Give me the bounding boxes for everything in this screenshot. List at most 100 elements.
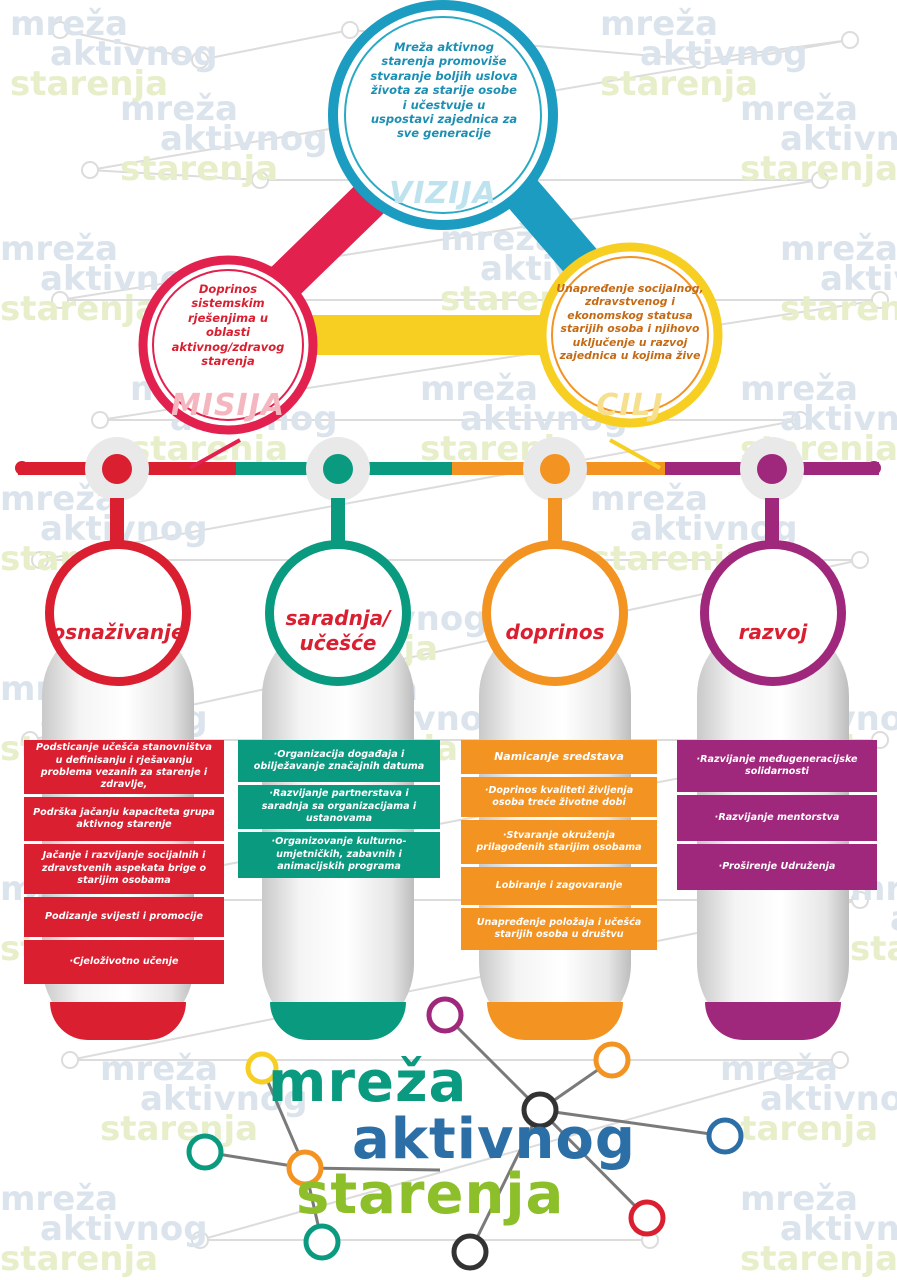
watermark-word: starenja — [740, 1239, 897, 1279]
column-items: Podsticanje učešća stanovništva u defini… — [24, 740, 224, 987]
cilj-label: CILJ — [596, 388, 664, 423]
watermark-word: aktivnog — [40, 1209, 208, 1249]
watermark-word: mreža — [0, 229, 118, 269]
watermark-word: starenja — [100, 1109, 258, 1149]
column-osnazivanje: osnaživanje Podsticanje učešća stanovniš… — [24, 540, 224, 1060]
watermark-word: aktivnog — [780, 119, 897, 159]
list-item: Unapređenje položaja i učešća starijih o… — [461, 908, 657, 950]
watermark-word: mreža — [600, 4, 718, 44]
watermark-word: starenja — [0, 1239, 158, 1279]
list-item: ·Organizacija događaja i obilježavanje z… — [238, 740, 440, 782]
watermark-word: mreža — [740, 1179, 858, 1219]
watermark-word: aktivnog — [160, 119, 328, 159]
logo-line-2: aktivnog — [352, 1107, 636, 1172]
list-item: Jačanje i razvijanje socijalnih i zdravs… — [24, 844, 224, 894]
watermark-word: mreža — [100, 1049, 218, 1089]
list-item: Podsticanje učešća stanovništva u defini… — [24, 740, 224, 794]
watermark-word: starenja — [600, 64, 758, 104]
column-title: razvoj — [738, 620, 808, 644]
watermark-word: mreža — [780, 229, 897, 269]
list-item: Namicanje sredstava — [461, 740, 657, 774]
network-node — [51, 21, 69, 39]
list-item: ·Organizovanje kulturno-umjetničkih, zab… — [238, 832, 440, 878]
list-item: Lobiranje i zagovaranje — [461, 867, 657, 905]
watermark-word: mreža — [720, 1049, 838, 1089]
network-node — [191, 51, 209, 69]
logo-network — [186, 996, 744, 1271]
column-razvoj: razvoj ·Razvijanje međugeneracijske soli… — [677, 540, 877, 1060]
watermark-word: mreža — [0, 1179, 118, 1219]
network-node — [51, 291, 69, 309]
list-item: Podrška jačanju kapaciteta grupa aktivno… — [24, 797, 224, 841]
list-item: ·Razvijanje međugeneracijske solidarnost… — [677, 740, 877, 792]
watermark-word: aktivnog — [820, 259, 897, 299]
column-items: Namicanje sredstava ·Doprinos kvaliteti … — [461, 740, 657, 953]
column-ring — [45, 540, 191, 686]
column-foot — [270, 1002, 406, 1040]
cilj-text: Unapređenje socijalnog, zdravstvenog i e… — [556, 282, 704, 363]
network-node — [31, 551, 49, 569]
network-node — [341, 21, 359, 39]
watermark-word: mreža — [740, 369, 858, 409]
column-foot — [705, 1002, 841, 1040]
list-item: ·Proširenje Udruženja — [677, 844, 877, 890]
bar-nodes — [85, 437, 804, 501]
column-doprinos: doprinos Namicanje sredstava ·Doprinos k… — [461, 540, 657, 1060]
network-node — [81, 161, 99, 179]
network-node — [691, 51, 709, 69]
watermark-word: starenja — [740, 149, 897, 189]
watermark-word: mreža — [120, 89, 238, 129]
column-foot — [50, 1002, 186, 1040]
watermark-word: mreža — [590, 479, 708, 519]
column-ring — [265, 540, 411, 686]
column-title: saradnja/ učešće — [285, 606, 391, 655]
triangle-connectors — [15, 0, 881, 548]
network-node — [811, 171, 829, 189]
vizija-text: Mreža aktivnog starenja promoviše stvara… — [370, 40, 518, 141]
column-ring — [700, 540, 846, 686]
network-node — [61, 1051, 79, 1069]
watermark-word: mreža — [420, 369, 538, 409]
watermark-word: mreža — [740, 89, 858, 129]
list-item: ·Doprinos kvaliteti življenja osoba treć… — [461, 777, 657, 817]
network-node — [851, 551, 869, 569]
column-foot — [487, 1002, 623, 1040]
watermark-word: aktivnog — [780, 1209, 897, 1249]
watermark-word: starenja — [10, 64, 168, 104]
column-title: doprinos — [505, 620, 605, 644]
list-item: ·Cjeloživotno učenje — [24, 940, 224, 984]
list-item: ·Razvijanje partnerstava i saradnja sa o… — [238, 785, 440, 829]
column-items: ·Razvijanje međugeneracijske solidarnost… — [677, 740, 877, 893]
list-item: ·Stvaranje okruženja prilagođenih starij… — [461, 820, 657, 864]
watermark-word: starenja — [850, 929, 897, 969]
network-node — [831, 1051, 849, 1069]
column-ring — [482, 540, 628, 686]
watermark-word: mreža — [10, 4, 128, 44]
watermark-word: aktivnog — [640, 34, 808, 74]
network-node — [791, 411, 809, 429]
watermark-word: aktivnog — [760, 1079, 897, 1119]
column-saradnja: saradnja/ učešće ·Organizacija događaja … — [238, 540, 440, 1060]
misija-text: Doprinos sistemskim rješenjima u oblasti… — [171, 282, 285, 368]
column-tube — [262, 620, 414, 1040]
watermark-word: aktivnog — [890, 899, 897, 939]
list-item: ·Razvijanje mentorstva — [677, 795, 877, 841]
network-node — [251, 171, 269, 189]
watermark-word: starenja — [120, 149, 278, 189]
misija-label: MISIJA — [170, 388, 286, 423]
network-node — [91, 411, 109, 429]
list-item: Podizanje svijesti i promocije — [24, 897, 224, 937]
network-node — [841, 31, 859, 49]
watermark-word: starenja — [780, 289, 897, 329]
logo-line-1: mreža — [268, 1050, 468, 1115]
vizija-label: VIZIJA — [389, 176, 497, 211]
column-items: ·Organizacija događaja i obilježavanje z… — [238, 740, 440, 881]
watermark-word: starenja — [0, 289, 158, 329]
logo-line-3: starenja — [296, 1162, 565, 1227]
network-node — [871, 291, 889, 309]
watermark-word: aktivnog — [50, 34, 218, 74]
watermark-word: starenja — [720, 1109, 878, 1149]
network-node — [191, 1231, 209, 1249]
watermark-word: aktivnog — [780, 399, 897, 439]
network-node — [851, 891, 869, 909]
